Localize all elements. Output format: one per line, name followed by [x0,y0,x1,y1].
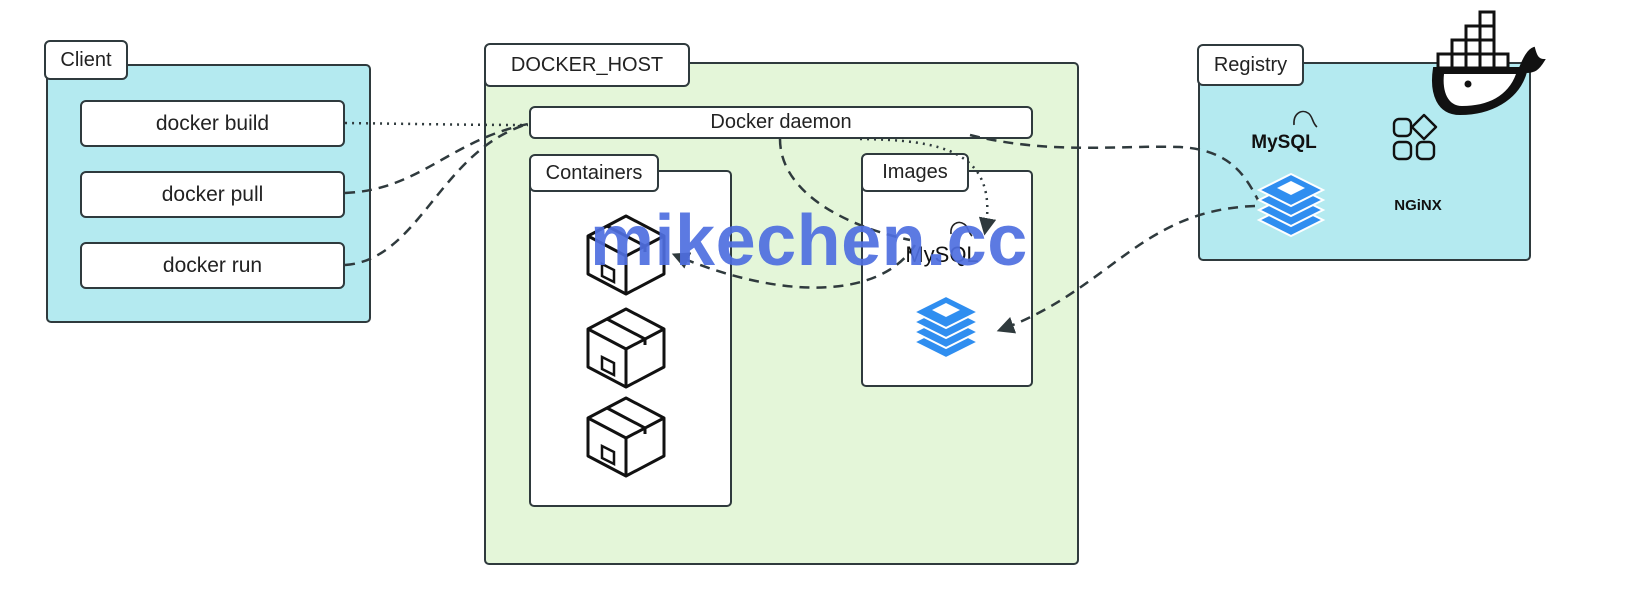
docker-build-command[interactable]: docker build [80,100,345,147]
run-connector [344,122,529,267]
docker-pull-command[interactable]: docker pull [80,171,345,218]
command-label: docker pull [161,182,264,206]
layer-stack-icon [1258,173,1324,237]
registry-pull-arrow [996,204,1256,334]
images-title-tab: Images [861,153,969,192]
image-mysql-label: MySQL [905,242,978,267]
registry-mysql-logo: MySQL [1251,132,1317,153]
apps-grid-icon [1392,113,1438,161]
docker-run-command[interactable]: docker run [80,242,345,289]
containers-title: Containers [545,161,643,184]
container-box-icon [586,396,666,478]
dolphin-icon [950,221,973,237]
images-title: Images [882,161,948,183]
docker-daemon-label: Docker daemon [710,111,852,133]
registry-nginx-logo: NGiNX [1394,197,1442,214]
containers-title-tab: Containers [529,154,659,192]
docker-whale-icon [1432,10,1546,116]
registry-title: Registry [1213,53,1288,76]
client-title-tab: Client [44,40,128,80]
docker-host-title-tab: DOCKER_HOST [484,43,690,87]
registry-title-tab: Registry [1197,44,1304,86]
daemon-build-arrow [859,137,997,236]
dolphin-icon [1293,110,1318,128]
build-connector [344,121,529,127]
command-label: docker build [155,111,270,135]
command-label: docker run [162,253,263,277]
watermark: mikechen.cc [590,201,1028,281]
image-to-container-arrow [671,244,917,289]
container-box-icon [586,307,666,389]
pull-connector [344,122,529,195]
daemon-run-connector [778,138,911,242]
docker-host-title: DOCKER_HOST [510,53,664,76]
docker-daemon-box: Docker daemon [529,106,1033,139]
client-title: Client [60,48,112,71]
daemon-registry-connector [969,133,1260,201]
layer-stack-icon [913,295,979,359]
